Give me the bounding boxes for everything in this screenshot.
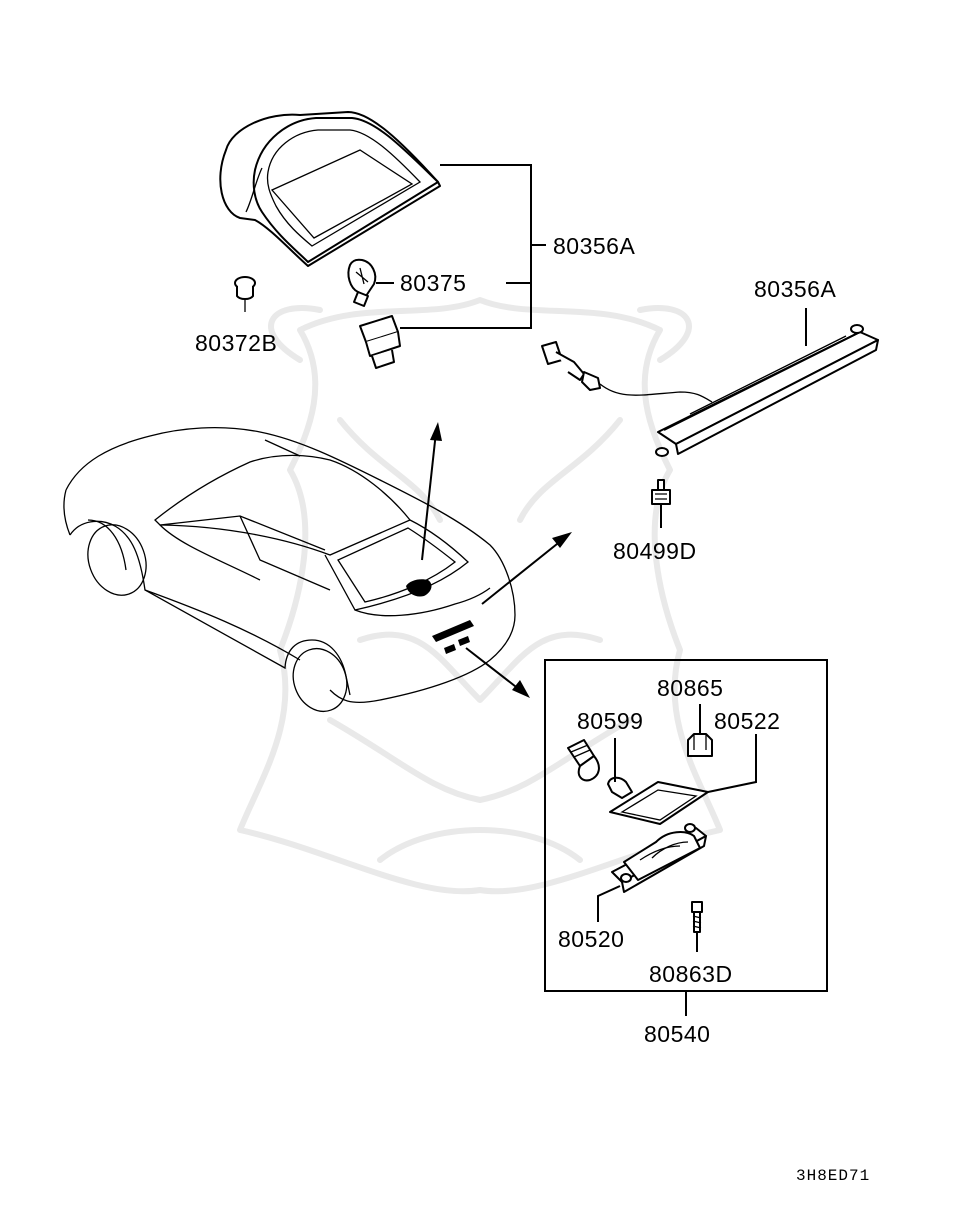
label-80599: 80599 xyxy=(577,708,643,734)
label-80865: 80865 xyxy=(657,675,723,701)
lamp-screw-icon xyxy=(691,901,703,952)
gasket-icon xyxy=(609,734,757,825)
label-80863d: 80863D xyxy=(649,961,733,987)
led-stop-bar-icon xyxy=(541,324,879,457)
label-80540: 80540 xyxy=(644,1021,710,1047)
label-80520: 80520 xyxy=(558,926,624,952)
label-80375: 80375 xyxy=(400,270,466,296)
diagram-code: 3H8ED71 xyxy=(796,1167,870,1185)
label-80499d: 80499D xyxy=(613,538,697,564)
label-80356a-bar: 80356A xyxy=(754,276,836,302)
wedge-bulb-icon xyxy=(567,739,633,799)
clip-icon xyxy=(687,704,713,757)
label-80356a-top: 80356A xyxy=(553,233,635,259)
arrows xyxy=(421,422,572,698)
high-mount-stop-lamp-icon xyxy=(219,111,441,267)
bulb-icon xyxy=(347,258,377,307)
screw-icon xyxy=(651,479,671,528)
car-outline-icon xyxy=(63,426,516,713)
socket-icon xyxy=(359,315,401,369)
leader-lines-top xyxy=(376,164,546,329)
license-lamp-icon xyxy=(597,823,707,922)
label-80372b: 80372B xyxy=(195,330,277,356)
grommet-icon xyxy=(234,276,256,312)
label-80522: 80522 xyxy=(714,708,780,734)
